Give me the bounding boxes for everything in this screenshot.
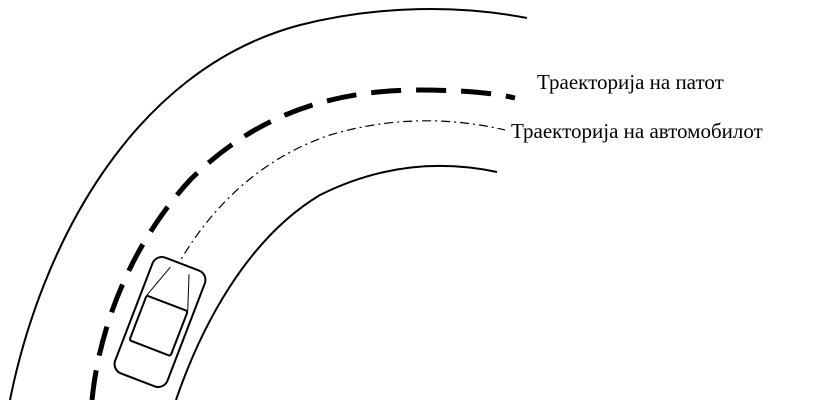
inner-road-edge [175,165,498,400]
car [113,256,207,388]
road-trajectory-label: Траекторија на патот [537,70,724,94]
outer-road-edge [9,7,528,400]
road-trajectory-line [89,87,516,400]
car-roof [129,295,189,357]
car-windshield-left [146,266,171,296]
car-trajectory-line [174,120,506,271]
car-trajectory-label: Траекторија на автомобилот [511,119,763,143]
car-windshield-right [187,274,190,312]
